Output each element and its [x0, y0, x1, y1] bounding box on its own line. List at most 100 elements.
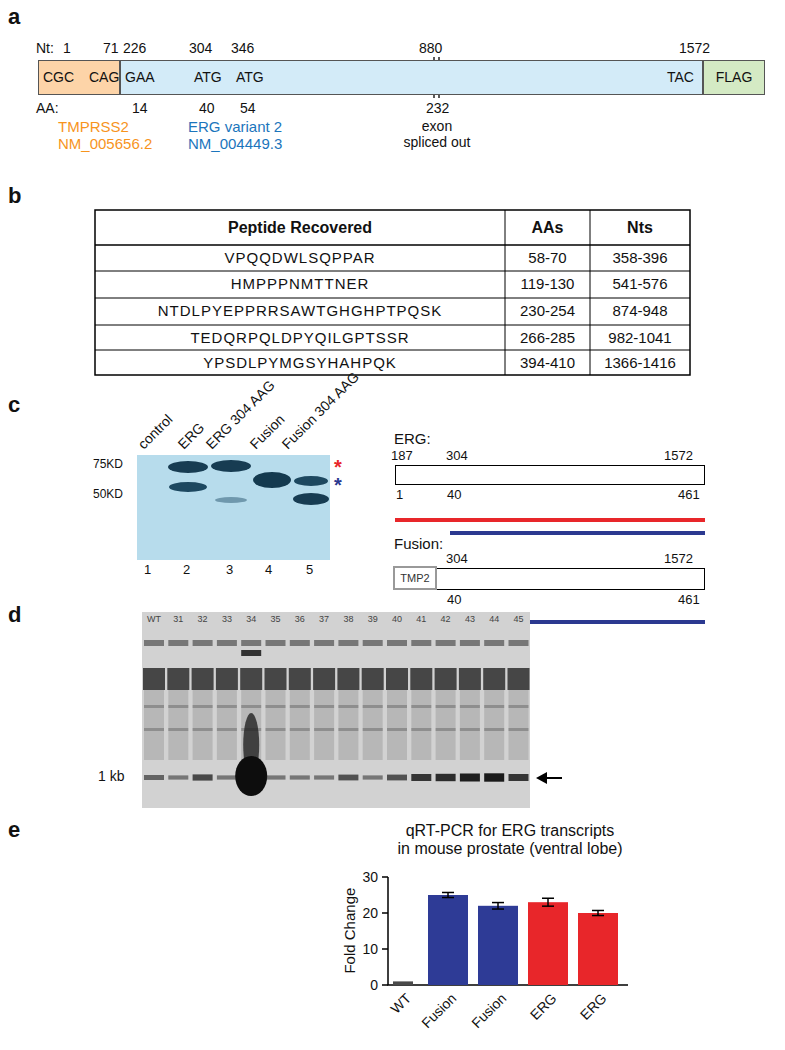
text-label-holder: TMPRSS2 NM_005656.2 [58, 118, 170, 153]
gel-band [313, 668, 335, 690]
text-label-holder: 14 [132, 100, 148, 116]
text-label: 3 [226, 563, 233, 578]
text-label: ERG variant 2 NM_004449.3 [188, 118, 300, 153]
text-label: 346 [231, 40, 254, 56]
node-text-holder: ATG [194, 69, 222, 85]
panel-letter-holder: e [8, 817, 20, 842]
text-label: 230-254 [505, 302, 590, 319]
construct-heading: Fusion: [394, 535, 443, 552]
lane-label-holder: WT [142, 614, 166, 624]
chart-bar [578, 913, 618, 985]
gel-smear [436, 690, 456, 760]
lane-label-holder: 40 [385, 614, 409, 624]
gel-band [484, 773, 504, 781]
lane-label-holder: 45 [507, 614, 531, 624]
gel-smear [484, 690, 504, 760]
node-text-holder: TMP2 [400, 572, 429, 585]
text-label-holder: 1 [396, 488, 403, 503]
text-label: 226 [123, 40, 146, 56]
text-label: Nt: [36, 40, 54, 56]
pointer-arrow-head [536, 772, 547, 784]
text-label: * [334, 474, 342, 497]
gel-band [241, 705, 261, 708]
gel-band [386, 668, 408, 690]
panel-letter: d [8, 602, 21, 627]
text-label-holder: 5 [306, 563, 313, 578]
lane-label-holder: 31 [166, 614, 190, 624]
text-label: 50KD [93, 488, 123, 502]
gel-band [460, 774, 480, 782]
axis-title-holder: Fold Change [341, 888, 358, 974]
gel-band [460, 705, 480, 708]
gel-band [192, 668, 214, 690]
category-label-holder: WT [388, 990, 415, 1017]
gel-band [509, 705, 529, 708]
gel-band [266, 775, 286, 779]
text-label-holder: * [334, 474, 342, 497]
text-label: Peptide Recovered [95, 219, 505, 237]
gel-well [217, 640, 237, 646]
blot-band [294, 476, 328, 486]
gel-band [338, 775, 358, 781]
lane-label: 40 [385, 614, 409, 624]
lane-label: 35 [264, 614, 288, 624]
node-text-holder: CAG [89, 69, 119, 85]
gel-band [144, 705, 164, 708]
gel-smear [314, 690, 334, 760]
lane-label-holder: 44 [482, 614, 506, 624]
text-label-holder: ERG variant 2 NM_004449.3 [188, 118, 300, 153]
text-label: 1 [63, 40, 71, 56]
sequence-segment: GAAATGATGTAC [120, 60, 703, 95]
text-label-holder: 461 [678, 593, 700, 608]
gel-well [338, 640, 358, 646]
gel-band [193, 705, 213, 708]
text-label-holder: Peptide Recovered [95, 219, 505, 237]
gel-band [411, 774, 431, 781]
text-label: 40 [447, 593, 461, 608]
error-cap [592, 910, 604, 912]
gel-well [266, 640, 286, 646]
text-label-holder: 58-70 [505, 249, 590, 266]
text-label: 1572 [679, 40, 710, 56]
text-label: 2 [183, 563, 190, 578]
text-label: AA: [36, 100, 59, 116]
text-label: 304 [446, 449, 468, 464]
node-text-holder: ATG [236, 69, 264, 85]
text-label-holder: 1 [144, 563, 151, 578]
gel-band [363, 728, 383, 731]
text-label: 4 [265, 563, 272, 578]
panel-letter: e [8, 817, 20, 842]
text-label-holder: TEDQRPQLDPYQILGPTSSR [95, 329, 505, 346]
panel-letter: b [8, 183, 21, 208]
error-cap [442, 897, 454, 899]
lane-label-holder: 38 [336, 614, 360, 624]
lane-label-holder: 34 [239, 614, 263, 624]
gel-band [217, 728, 237, 731]
tick-label: 0 [348, 977, 378, 993]
text-label: 358-396 [590, 249, 690, 266]
gel-band [241, 650, 261, 656]
category-label: WT [388, 990, 415, 1017]
text-label-holder: NTDLPYEPPRRSAWTGHGHPTPQSK [95, 302, 505, 319]
category-label-holder: ERG [527, 990, 560, 1023]
gel-well [387, 640, 407, 646]
tick-label-holder: 20 [348, 905, 378, 921]
text-label: exon spliced out [399, 118, 475, 150]
text-label: 1572 [664, 552, 693, 567]
lane-label: 36 [288, 614, 312, 624]
gel-well [509, 640, 529, 646]
tick-label-holder: 10 [348, 941, 378, 957]
gel-band [266, 728, 286, 731]
gel-band [167, 668, 189, 690]
error-bar [547, 898, 549, 906]
text-label-holder: 304 [446, 552, 468, 567]
lane-label-holder: 41 [409, 614, 433, 624]
panel-letter-holder: a [8, 4, 20, 29]
table-rule [505, 210, 506, 375]
text-label-holder: 2 [183, 563, 190, 578]
gel-well [436, 640, 456, 646]
text-label-holder: 358-396 [590, 249, 690, 266]
text-label-holder: 3 [226, 563, 233, 578]
category-label-holder: ERG [577, 990, 610, 1023]
axis-tick [382, 984, 388, 986]
